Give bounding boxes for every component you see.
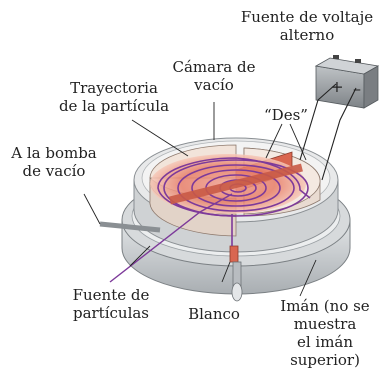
label-voltage-source: Fuente de voltaje alterno [232,8,382,44]
label-dees-text: “Des” [264,106,308,124]
label-particle-source-line2: partículas [72,304,150,322]
label-magnet-line2: muestra [293,315,357,333]
battery [314,55,380,109]
label-particle-source: Fuente de partículas [56,286,166,322]
battery-plus-symbol: + [330,77,344,96]
label-magnet-line1: Imán (no se [280,297,370,315]
label-voltage-source-line1: Fuente de voltaje [240,8,374,26]
label-vacuum-chamber: Cámara de vacío [164,58,264,94]
label-particle-path-line1: Trayectoria [70,79,158,97]
label-target: Blanco [174,305,254,323]
label-magnet-line3: el imán [296,333,354,351]
label-vacuum-chamber-line1: Cámara de [172,58,256,76]
label-particle-source-line1: Fuente de [72,286,150,304]
label-voltage-source-line2: alterno [279,26,335,44]
leader-lines [83,102,317,297]
label-pump-line2: de vacío [22,162,86,180]
label-particle-path-line2: de la partícula [58,97,170,115]
target [231,261,243,302]
label-particle-path: Trayectoria de la partícula [44,79,184,115]
label-magnet-line4: superior) [290,351,360,369]
label-target-text: Blanco [188,305,240,323]
label-pump: A la bomba de vacío [4,144,104,180]
label-vacuum-chamber-line2: vacío [194,76,234,94]
battery-minus-symbol: – [353,79,361,98]
wires [299,83,357,181]
label-pump-line1: A la bomba [11,144,97,162]
label-battery-plus: + [330,78,344,96]
pump-tube [99,221,161,233]
label-battery-minus: – [350,80,364,98]
label-dees: “Des” [256,106,316,124]
particle-spiral [109,157,311,283]
label-magnet: Imán (no se muestra el imán superior) [268,297,382,369]
dee-gap [169,163,303,205]
